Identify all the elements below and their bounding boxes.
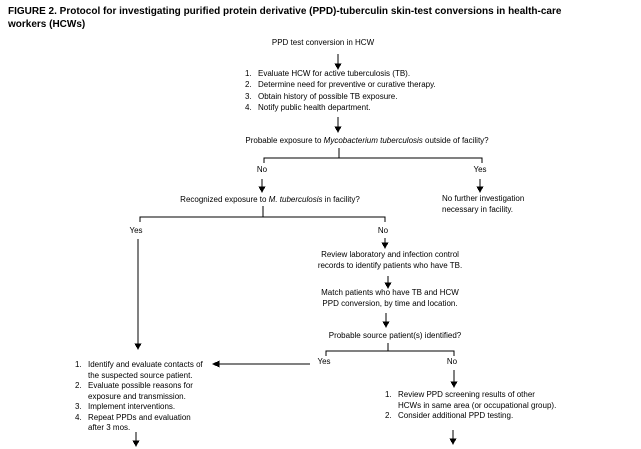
arrow-outside-yes	[476, 179, 484, 193]
figure-title-line1: FIGURE 2. Protocol for investigating pur…	[8, 6, 562, 17]
list-item: 1.Evaluate HCW for active tuberculosis (…	[245, 69, 411, 78]
arrow-source-yes-left	[212, 360, 310, 368]
branch-label-outside-no: No	[256, 165, 268, 174]
node-right-steps: 1.Review PPD screening results of other …	[385, 390, 556, 422]
arrow-match-to-q-source	[382, 313, 390, 328]
list-item: after 3 mos.	[88, 423, 131, 432]
node-no-further: No further investigation necessary in fa…	[442, 194, 525, 214]
species-italic: Mycobacterium tuberculosis	[323, 136, 423, 145]
list-item: 1.Identify and evaluate contacts of	[75, 360, 203, 369]
list-item: exposure and transmission.	[88, 391, 186, 401]
list-item: 3.Obtain history of possible TB exposure…	[245, 91, 398, 101]
branch-source-lines	[325, 343, 455, 356]
arrow-left-continue	[132, 432, 140, 447]
node-match-patients: Match patients who have TB and HCW PPD c…	[321, 288, 459, 308]
list-item: 1.Review PPD screening results of other	[385, 390, 535, 399]
list-item: 3.Implement interventions.	[75, 402, 176, 411]
node-initial-steps: 1.Evaluate HCW for active tuberculosis (…	[245, 68, 436, 113]
arrow-right-continue	[449, 430, 457, 445]
arrow-source-no	[450, 370, 458, 388]
branch-label-facility-no: No	[377, 226, 389, 235]
branch-label-facility-yes: Yes	[129, 226, 143, 235]
species-italic: M. tuberculosis	[268, 195, 323, 204]
list-item: 2.Determine need for preventive or curat…	[245, 80, 436, 90]
figure-title-line2: workers (HCWs)	[8, 19, 86, 30]
arrow-outside-no	[258, 179, 266, 193]
arrow-review-to-match	[384, 276, 392, 289]
node-q-facility: Recognized exposure to M. tuberculosis i…	[180, 195, 360, 204]
connector-start-to-steps	[334, 54, 342, 70]
arrow-facility-yes-long	[134, 239, 142, 350]
branch-outside-lines	[263, 148, 483, 163]
branch-label-source-no: No	[446, 357, 458, 366]
node-review-lab: Review laboratory and infection control …	[317, 250, 463, 270]
node-left-steps: 1.Identify and evaluate contacts of the …	[75, 360, 203, 434]
branch-label-source-yes: Yes	[317, 357, 331, 366]
node-q-outside: Probable exposure to Mycobacterium tuber…	[245, 136, 489, 145]
list-item: 4.Repeat PPDs and evaluation	[75, 412, 191, 422]
branch-facility-lines	[139, 206, 386, 222]
list-item: the suspected source patient.	[88, 370, 193, 380]
list-item: HCWs in same area (or occupational group…	[398, 400, 557, 410]
list-item: 2.Consider additional PPD testing.	[385, 411, 514, 420]
figure-title: FIGURE 2. Protocol for investigating pur…	[8, 5, 636, 31]
arrow-facility-no	[381, 238, 389, 249]
node-start: PPD test conversion in HCW	[271, 38, 375, 47]
list-item: 2.Evaluate possible reasons for	[75, 381, 193, 390]
branch-label-outside-yes: Yes	[473, 165, 487, 174]
node-q-source: Probable source patient(s) identified?	[328, 331, 462, 340]
connector-steps-to-q-outside	[334, 117, 342, 133]
list-item: 4.Notify public health department.	[245, 102, 371, 112]
